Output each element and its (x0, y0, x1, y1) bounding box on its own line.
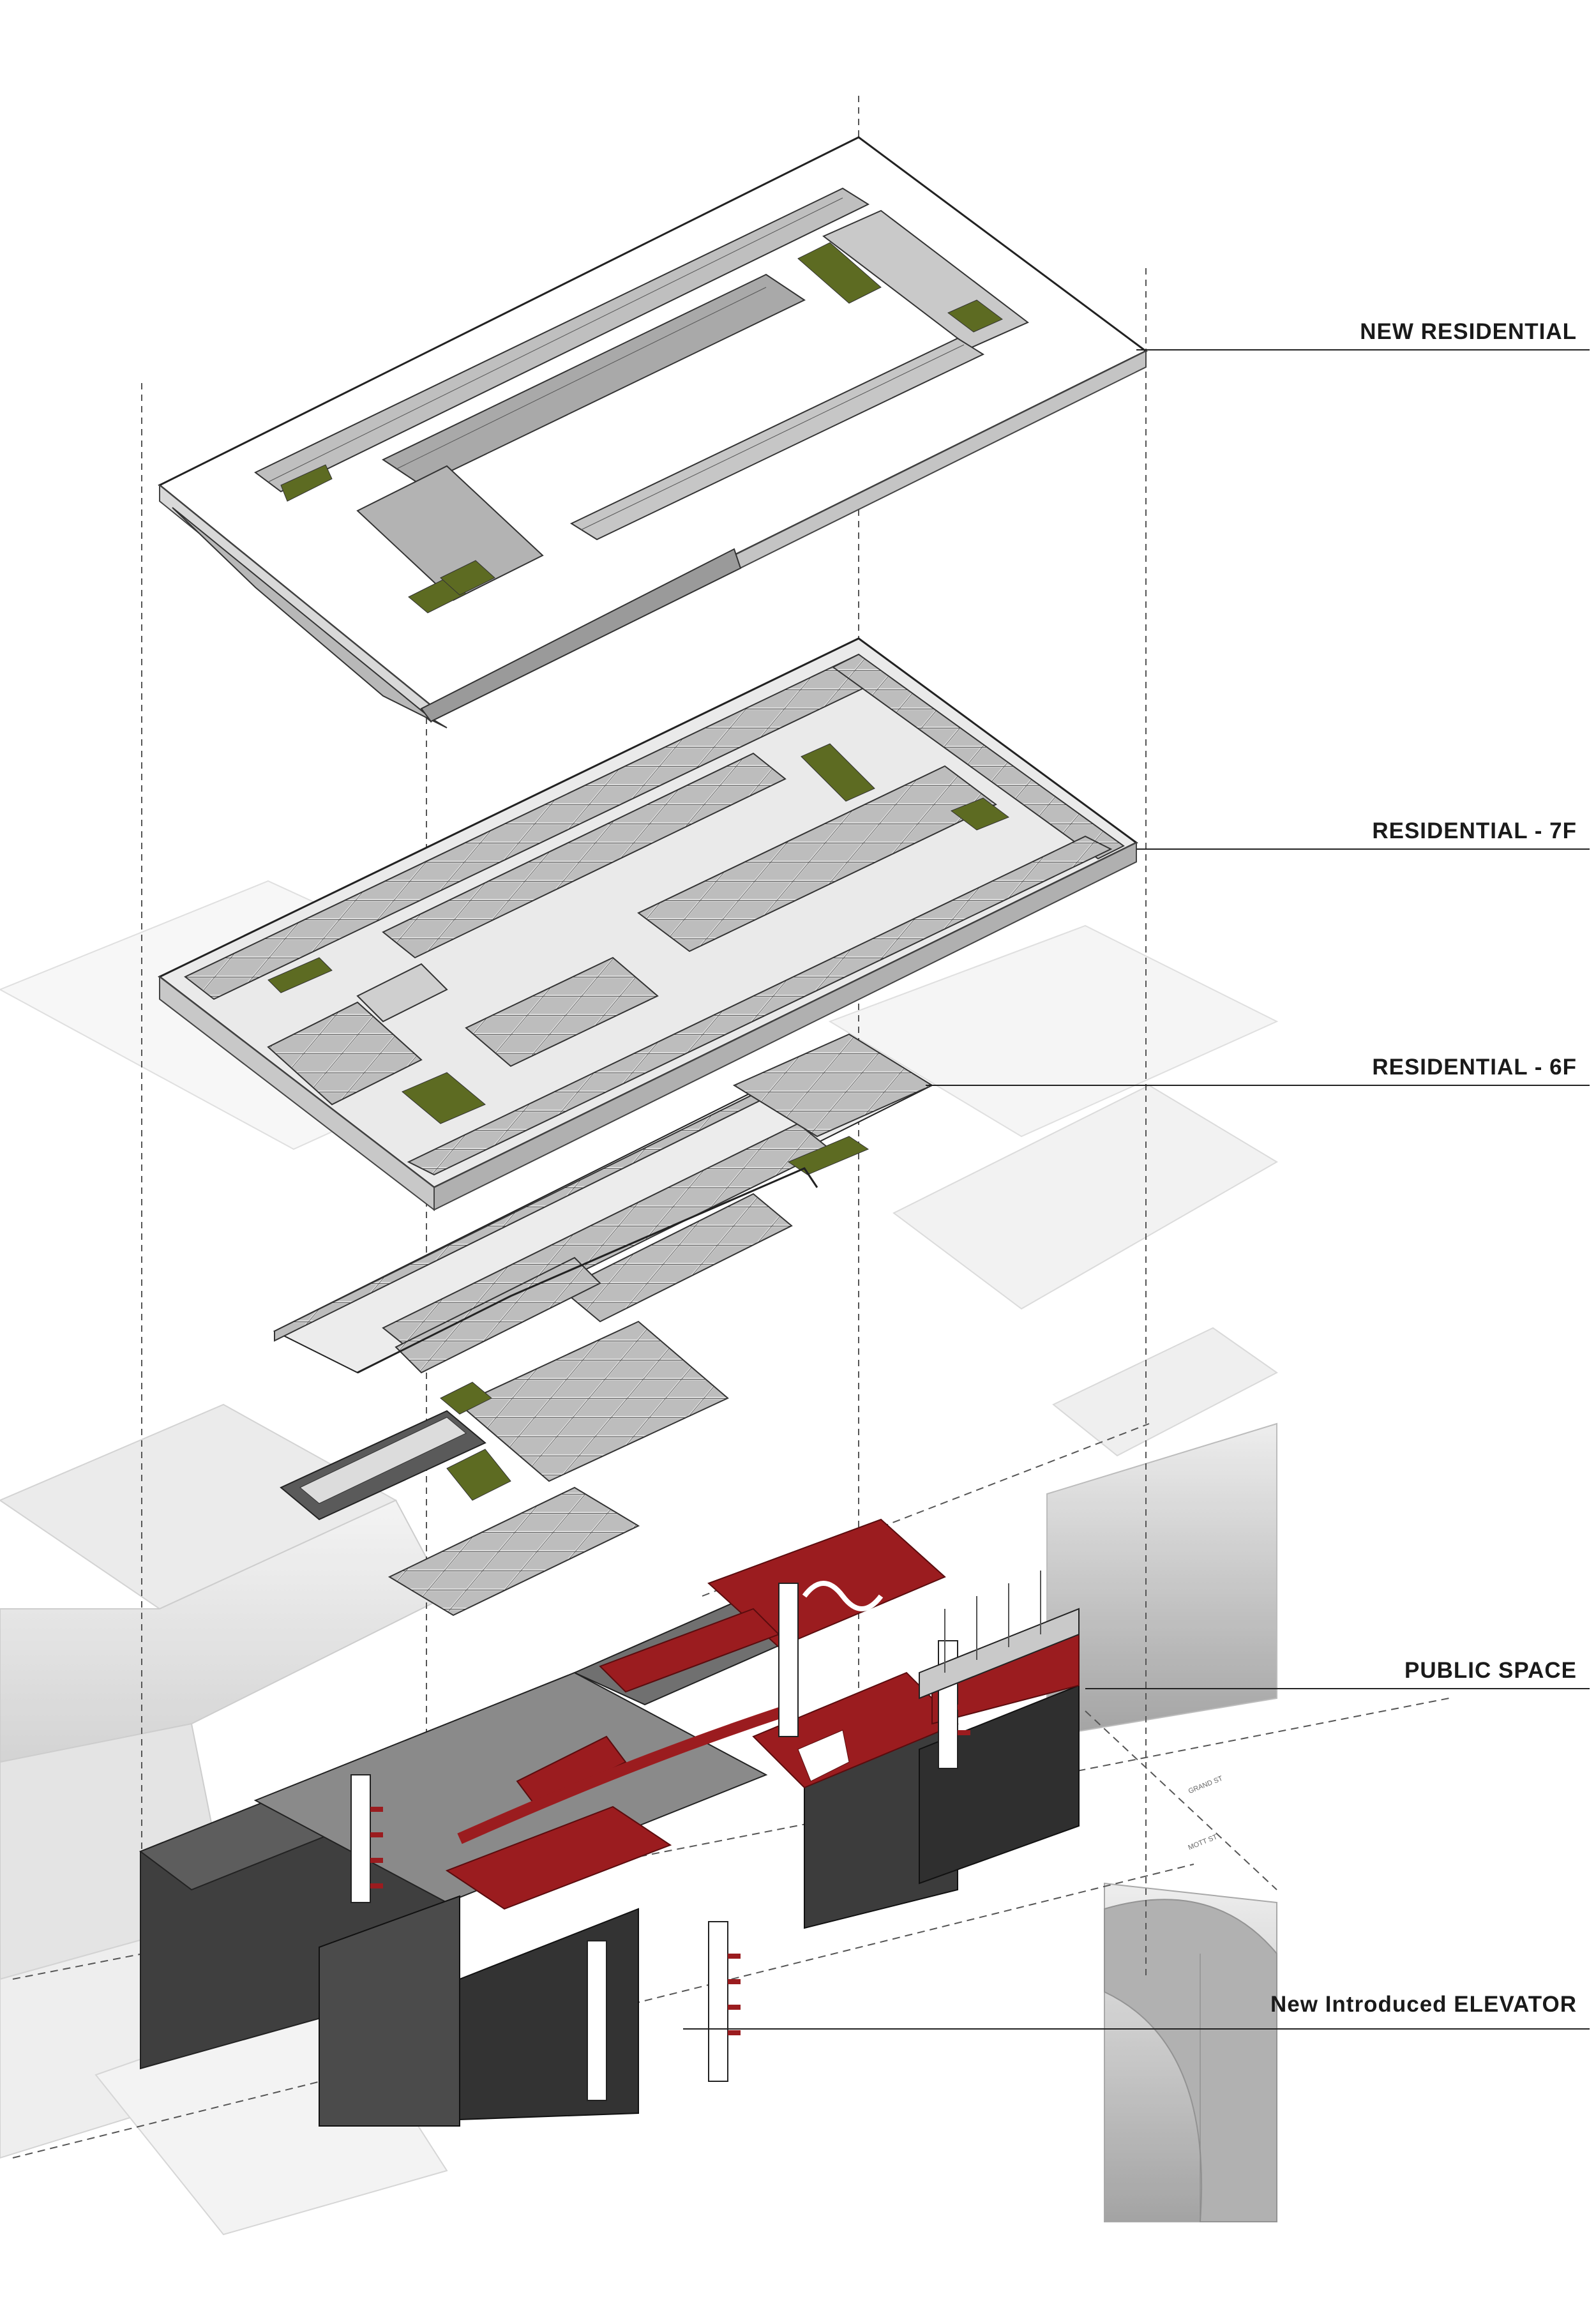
label-residential-6f: RESIDENTIAL - 6F (1372, 1055, 1577, 1080)
label-public-space: PUBLIC SPACE (1404, 1658, 1577, 1683)
layer-residential-7f (158, 637, 1138, 1212)
label-new-elevator: New Introduced ELEVATOR (1270, 1992, 1577, 2017)
leader-lines (683, 349, 1590, 2030)
layer-public-space (139, 1518, 1080, 2127)
layer-residential-6f (273, 1033, 934, 1374)
layer-lower-floors (280, 1320, 729, 1616)
label-residential-7f: RESIDENTIAL - 7F (1372, 818, 1577, 843)
layer-new-residential (158, 136, 1148, 728)
label-new-residential: NEW RESIDENTIAL (1360, 319, 1577, 344)
